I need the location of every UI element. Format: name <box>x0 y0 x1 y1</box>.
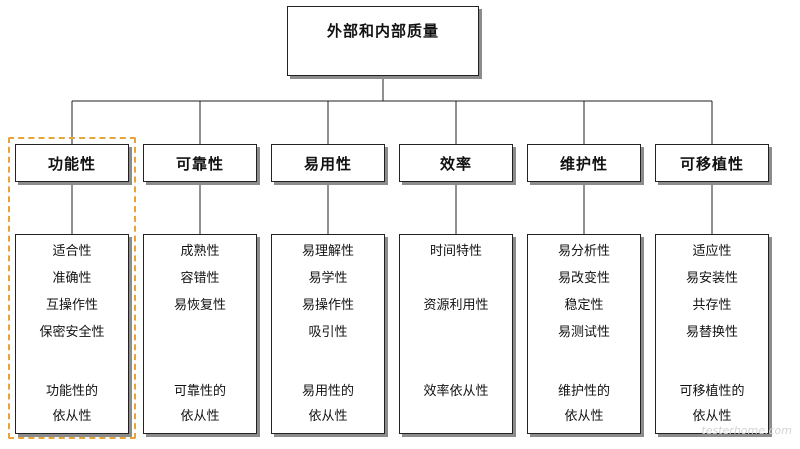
subcharacteristic-item: 易替换性 <box>685 325 738 340</box>
subcharacteristic-item: 时间特性 <box>429 244 482 259</box>
subcharacteristics-box: 成熟性容错性易恢复性可靠性的依从性 <box>143 234 257 434</box>
root-node: 外部和内部质量 <box>287 6 479 76</box>
subcharacteristic-item: 成熟性 <box>180 244 220 259</box>
subcharacteristic-item: 容错性 <box>180 271 220 286</box>
category-node: 维护性 <box>527 144 641 182</box>
compliance-label: 依从性 <box>308 409 348 424</box>
compliance-label: 易用性的 <box>301 384 354 399</box>
subcharacteristic-item: 资源利用性 <box>423 298 489 313</box>
subcharacteristics-box: 适应性易安装性共存性易替换性可移植性的依从性 <box>655 234 769 434</box>
functionality-highlight <box>8 137 136 439</box>
subcharacteristic-item: 易恢复性 <box>173 298 226 313</box>
subcharacteristic-item: 易安装性 <box>685 271 738 286</box>
category-node: 可移植性 <box>655 144 769 182</box>
category-node: 易用性 <box>271 144 385 182</box>
subcharacteristic-item: 易理解性 <box>301 244 354 259</box>
compliance-label: 依从性 <box>180 409 220 424</box>
subcharacteristic-item: 易操作性 <box>301 298 354 313</box>
subcharacteristic-item: 共存性 <box>692 298 732 313</box>
compliance-label: 维护性的 <box>557 384 610 399</box>
compliance-label: 可靠性的 <box>173 384 226 399</box>
watermark: testerhome.com <box>701 424 792 437</box>
subcharacteristic-item: 保密安全性 <box>39 325 105 340</box>
subcharacteristic-item: 准确性 <box>52 271 92 286</box>
compliance-label: 依从性 <box>52 409 92 424</box>
subcharacteristic-item: 互操作性 <box>45 298 98 313</box>
category-node: 可靠性 <box>143 144 257 182</box>
subcharacteristic-item: 适应性 <box>692 244 732 259</box>
subcharacteristic-item: 易测试性 <box>557 325 610 340</box>
subcharacteristic-item: 易改变性 <box>557 271 610 286</box>
subcharacteristic-item: 易学性 <box>308 271 348 286</box>
subcharacteristics-box: 时间特性资源利用性效率依从性 <box>399 234 513 434</box>
subcharacteristics-box: 易理解性易学性易操作性吸引性易用性的依从性 <box>271 234 385 434</box>
subcharacteristic-item: 吸引性 <box>308 325 348 340</box>
compliance-label: 效率依从性 <box>423 384 489 399</box>
compliance-label: 依从性 <box>692 409 732 424</box>
compliance-label: 可移植性的 <box>679 384 745 399</box>
category-node: 效率 <box>399 144 513 182</box>
subcharacteristics-box: 易分析性易改变性稳定性易测试性维护性的依从性 <box>527 234 641 434</box>
subcharacteristic-item: 易分析性 <box>557 244 610 259</box>
subcharacteristics-box: 适合性准确性互操作性保密安全性功能性的依从性 <box>15 234 129 434</box>
category-node: 功能性 <box>15 144 129 182</box>
subcharacteristic-item: 稳定性 <box>564 298 604 313</box>
subcharacteristic-item: 适合性 <box>52 244 92 259</box>
compliance-label: 功能性的 <box>45 384 98 399</box>
compliance-label: 依从性 <box>564 409 604 424</box>
